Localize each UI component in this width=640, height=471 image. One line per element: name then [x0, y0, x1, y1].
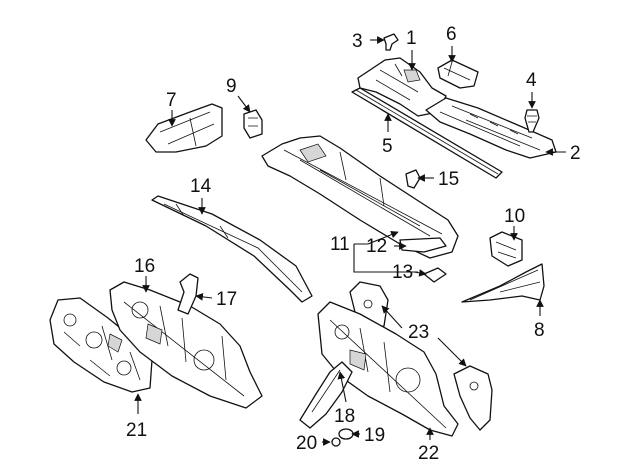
- callout-12: 12: [366, 236, 387, 257]
- callout-10: 10: [504, 206, 525, 227]
- part-21-dash-insulator[interactable]: [49, 297, 153, 393]
- callout-22: 22: [418, 443, 439, 464]
- callout-15: 15: [438, 169, 459, 190]
- part-15-clip[interactable]: [405, 169, 421, 189]
- callout-5: 5: [382, 136, 393, 157]
- callout-1: 1: [406, 28, 417, 49]
- callout-23: 23: [408, 322, 429, 343]
- leader-lines: [134, 36, 566, 446]
- part-2-ventilator-louver[interactable]: [425, 97, 557, 159]
- part-7-side-bracket[interactable]: [145, 103, 223, 153]
- part-10-bracket[interactable]: [489, 231, 523, 267]
- callout-4: 4: [526, 70, 537, 91]
- callout-19: 19: [364, 425, 385, 446]
- part-6-bracket[interactable]: [437, 59, 479, 89]
- part-3-clip[interactable]: [383, 33, 399, 51]
- callout-14: 14: [190, 176, 212, 197]
- part-5-weatherstrip[interactable]: [351, 87, 503, 179]
- callout-7: 7: [166, 90, 177, 111]
- part-17-dash-brace[interactable]: [177, 273, 199, 315]
- part-16-dash-panel[interactable]: [109, 281, 263, 409]
- part-19-grommet[interactable]: [338, 428, 354, 440]
- part-11-cowl-panel[interactable]: [261, 135, 459, 259]
- part-22-lower-dash-panel[interactable]: [317, 301, 459, 437]
- callout-2: 2: [570, 143, 581, 164]
- callout-8: 8: [534, 320, 545, 341]
- part-14-cross-member[interactable]: [151, 195, 313, 303]
- part-9-bracket[interactable]: [243, 109, 263, 139]
- callout-21: 21: [126, 420, 147, 441]
- callout-11: 11: [330, 234, 350, 255]
- part-23-bracket-right[interactable]: [453, 365, 493, 431]
- part-13-stopper[interactable]: [423, 267, 447, 283]
- callout-13: 13: [392, 262, 413, 283]
- callout-labels: 1 2 3 4 5 6 7 8 9 10 11 12 13 14 15 16 1…: [126, 24, 581, 464]
- callout-18: 18: [334, 406, 355, 427]
- callout-17: 17: [216, 289, 237, 310]
- part-1-cowl-top-panel[interactable]: [357, 57, 447, 117]
- callout-3: 3: [352, 31, 363, 52]
- part-4-screw[interactable]: [524, 109, 540, 133]
- callout-9: 9: [226, 76, 237, 97]
- part-20-plug[interactable]: [331, 437, 341, 447]
- part-8-side-trim[interactable]: [461, 263, 545, 303]
- callout-20: 20: [296, 433, 317, 454]
- callout-6: 6: [446, 24, 457, 45]
- callout-16: 16: [134, 256, 155, 277]
